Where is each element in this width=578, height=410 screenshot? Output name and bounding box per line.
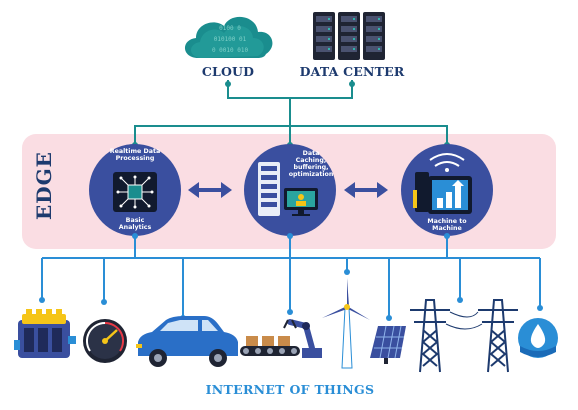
- iot-label: INTERNET OF THINGS: [205, 382, 375, 397]
- m2m-label-line1: Machine to: [427, 218, 467, 225]
- edge-label: EDGE: [32, 151, 56, 220]
- caching-label-line3: buffering,: [293, 164, 329, 171]
- server-rack-icon: [313, 12, 385, 60]
- processor-chip-icon: [113, 172, 157, 212]
- cloud-binary-1: 0100 0: [219, 25, 241, 32]
- analytics-label-line2: Analytics: [118, 224, 152, 231]
- analytics-label: Basic Analytics: [100, 217, 170, 231]
- datacenter-label: DATA CENTER: [299, 64, 405, 79]
- solar-panel-icon: [370, 325, 406, 364]
- bidirectional-arrow-right: [344, 182, 388, 198]
- analytics-label-line1: Basic: [125, 217, 145, 224]
- cloud-binary-2: 010100 01: [214, 36, 247, 43]
- bottom-connectors: [41, 236, 541, 318]
- power-tower-icon: [410, 299, 518, 373]
- speed-gauge-icon: [83, 319, 127, 363]
- server-monitor-icon: [258, 162, 318, 216]
- engine-icon: [14, 309, 76, 358]
- m2m-label-line2: Machine: [432, 225, 462, 232]
- caching-label: Data Caching, buffering, optimization: [278, 150, 344, 178]
- realtime-label-line2: Processing: [115, 155, 155, 162]
- cloud-label: CLOUD: [201, 64, 255, 79]
- water-sensor-icon: [518, 318, 558, 358]
- wind-turbine-icon: [322, 278, 370, 369]
- caching-label-line1: Data: [302, 150, 320, 157]
- realtime-label-line1: Realtime Data: [109, 148, 161, 155]
- m2m-label: Machine to Machine: [414, 218, 480, 232]
- bidirectional-arrow-left: [188, 182, 232, 198]
- cloud-binary-3: 0 0010 010: [212, 47, 249, 54]
- robotic-arm-conveyor-icon: [240, 319, 322, 358]
- caching-label-line4: optimization: [288, 171, 334, 178]
- car-icon: [136, 316, 238, 367]
- cloud-icon: [184, 16, 273, 59]
- realtime-label: Realtime Data Processing: [100, 148, 170, 162]
- machine-tablet-icon: [413, 153, 472, 214]
- caching-label-line2: Caching,: [295, 157, 327, 164]
